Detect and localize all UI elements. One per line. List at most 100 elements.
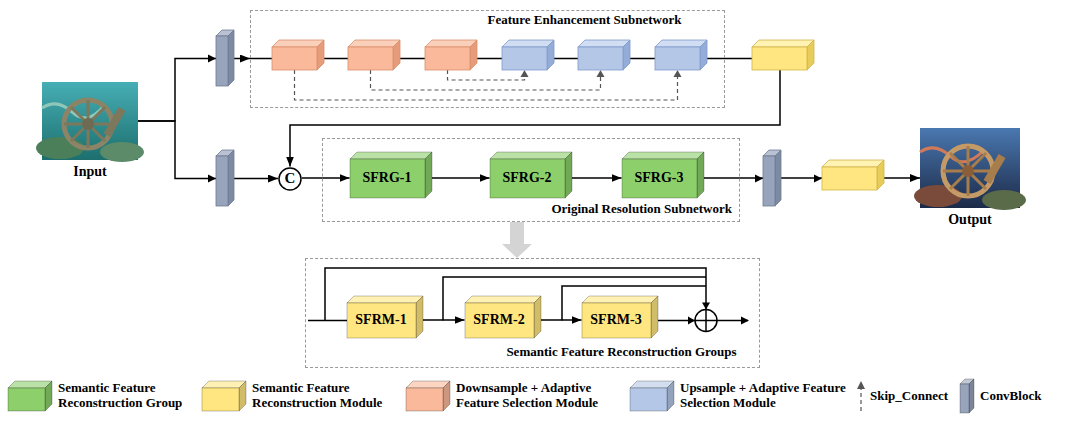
block-top <box>202 381 246 388</box>
subnetwork-box: Original Resolution Subnetwork SFRG-1 SFRG… <box>322 138 740 222</box>
photo-rock <box>982 190 1026 210</box>
conv-block <box>763 150 781 206</box>
block-label: SFRM-1 <box>355 312 406 328</box>
photo-wheel <box>64 100 126 148</box>
output-image-node: Output <box>920 128 1020 234</box>
block-side-shade <box>969 379 974 413</box>
legend-item: Upsample + Adaptive Feature Selection Mo… <box>630 376 798 416</box>
block-side <box>443 381 450 411</box>
sfrm-block: SFRM-3 <box>582 296 658 338</box>
arrow-head <box>208 55 216 63</box>
legend-swatch-block <box>630 381 674 411</box>
legend-text: Skip_Connect <box>870 389 948 404</box>
sfrm-block <box>822 160 884 190</box>
upsample-block <box>578 40 630 70</box>
block-side <box>651 296 658 338</box>
conv-block <box>216 30 234 86</box>
legend-item: Semantic Feature Reconstruction Group <box>8 376 146 416</box>
subnetwork-title: Feature Enhancement Subnetwork <box>487 13 681 28</box>
sfrm-block: SFRM-1 <box>347 296 423 338</box>
legend-swatch <box>8 381 52 411</box>
block-front <box>630 388 667 411</box>
sfrg-block: SFRG-1 <box>350 152 432 198</box>
legend-skip-head <box>857 381 865 389</box>
block-front <box>622 159 697 198</box>
photo-wheel <box>943 146 1006 196</box>
legend-swatch <box>406 381 450 411</box>
block-top-shade <box>350 152 432 159</box>
arrow-head <box>755 175 763 183</box>
block-top-shade <box>8 381 52 388</box>
legend-swatch <box>856 381 866 411</box>
block-side <box>667 381 674 411</box>
block-body <box>622 152 704 198</box>
sfrg-block: SFRG-3 <box>622 152 704 198</box>
legend-text: Semantic Feature Reconstruction Module <box>252 381 400 411</box>
arrow-head <box>688 317 695 325</box>
block-front <box>350 159 425 198</box>
legend-text: Semantic Feature Reconstruction Group <box>58 381 196 411</box>
block-top <box>347 296 423 303</box>
block-side-shade <box>416 296 423 338</box>
block-body <box>350 152 432 198</box>
sfrm-block: SFRM-2 <box>465 296 541 338</box>
legend-item: ConvBlock <box>960 376 1021 416</box>
upsample-block <box>502 40 554 70</box>
arrow-head <box>702 303 710 310</box>
arrow-head <box>814 175 822 183</box>
photo-rock <box>914 185 962 207</box>
block-top <box>622 152 704 159</box>
subnetwork-box: Feature Enhancement Subnetwork <box>250 10 725 108</box>
legend-skip-line <box>860 388 861 411</box>
block-front <box>8 388 45 411</box>
upsample-block <box>655 40 707 70</box>
block-top <box>582 296 658 303</box>
downsample-block <box>272 40 324 70</box>
block-top-shade <box>465 296 541 303</box>
connector-arrow <box>290 59 780 167</box>
block-top-shade <box>630 381 674 388</box>
block-top-shade <box>622 152 704 159</box>
subnetwork-title: Original Resolution Subnetwork <box>551 202 732 217</box>
block-top-shade <box>582 296 658 303</box>
skip-arrow-head <box>521 70 529 77</box>
connector-arrow <box>704 177 921 179</box>
legend-text: ConvBlock <box>980 389 1041 404</box>
block-label: SFRG-1 <box>363 170 412 186</box>
skip-arrow-head <box>674 70 682 77</box>
block-top <box>465 296 541 303</box>
block-body <box>465 296 541 338</box>
group-title: Semantic Feature Reconstruction Groups <box>506 345 736 360</box>
legend-text: Upsample + Adaptive Feature Selection Mo… <box>680 381 848 411</box>
legend-swatch-block <box>202 381 246 411</box>
block-front <box>960 384 969 413</box>
block-side <box>239 381 246 411</box>
arrow-head <box>741 317 749 325</box>
legend-swatch <box>630 381 674 411</box>
input-image-node: Input <box>42 82 138 186</box>
legend-item: Semantic Feature Reconstruction Module <box>202 376 350 416</box>
downsample-block <box>348 40 400 70</box>
block-body <box>490 152 572 198</box>
skip-arrow-head <box>597 70 605 77</box>
block-side-shade <box>651 296 658 338</box>
sfrg-block: SFRG-2 <box>490 152 572 198</box>
legend-item: Skip_Connect <box>856 376 934 416</box>
legend-swatch <box>960 379 974 413</box>
block-top <box>490 152 572 159</box>
connector-arrow <box>138 121 278 179</box>
block-label: SFRG-3 <box>635 170 684 186</box>
output-photo <box>914 128 1026 210</box>
block-body <box>582 296 658 338</box>
input-photo <box>36 82 144 162</box>
sfrm-block <box>752 40 814 70</box>
legend-text: Downsample + Adaptive Feature Selection … <box>456 381 624 411</box>
conv-block <box>216 150 234 206</box>
block-side <box>534 296 541 338</box>
block-top <box>350 152 432 159</box>
legend-swatch-block <box>8 381 52 411</box>
block-side-shade <box>239 381 246 411</box>
legend-swatch-block <box>406 381 450 411</box>
block-side-shade <box>425 152 432 198</box>
